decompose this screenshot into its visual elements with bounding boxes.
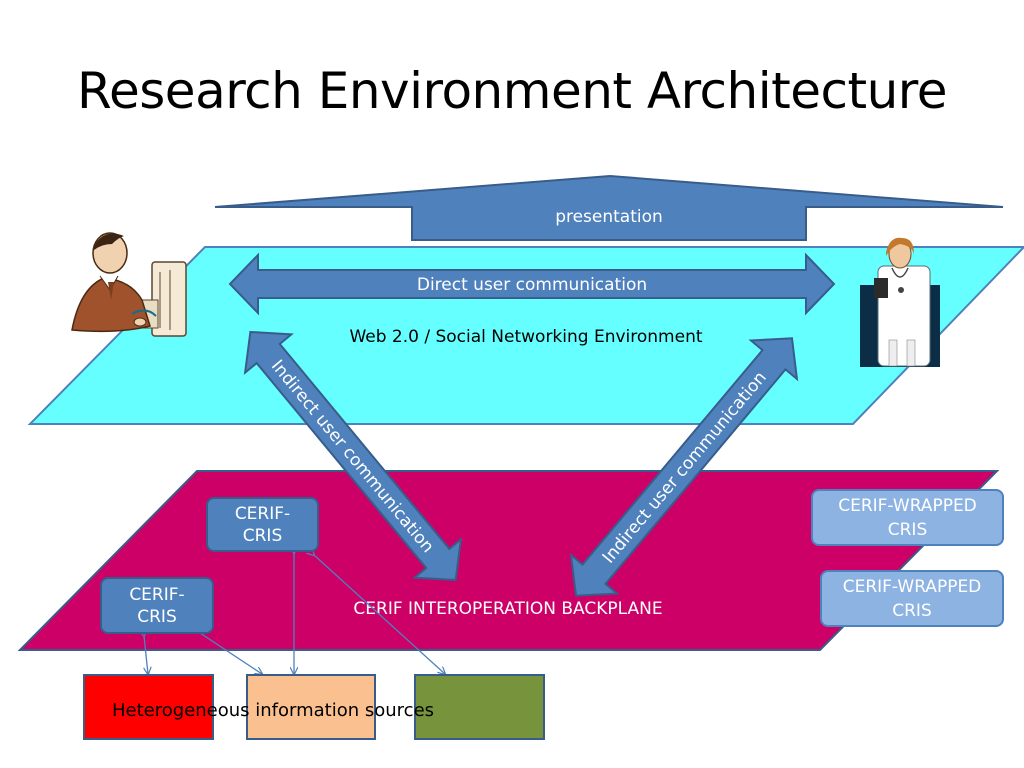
- web-environment-label: Web 2.0 / Social Networking Environment: [349, 327, 702, 347]
- presentation-label: presentation: [555, 207, 663, 227]
- connector-cris-top-to-green: [314, 555, 445, 674]
- direct-communication-label: Direct user communication: [417, 275, 647, 295]
- backplane-label: CERIF INTEROPERATION BACKPLANE: [353, 599, 662, 619]
- sources-label: Heterogeneous information sources: [112, 700, 435, 721]
- source-box-green: [414, 674, 545, 740]
- presentation-banner: [214, 174, 1004, 241]
- cerif-cris-left-box: CERIF-CRIS: [100, 577, 214, 634]
- direct-communication-arrow: [228, 252, 836, 316]
- connector-lines: [144, 553, 445, 674]
- indirect-right-arrow: [569, 337, 799, 597]
- cerif-wrapped-cris-box-2: CERIF-WRAPPED CRIS: [820, 570, 1004, 627]
- cerif-cris-top-label: CERIF-CRIS: [234, 503, 291, 546]
- cerif-wrapped-cris-label-2: CERIF-WRAPPED CRIS: [842, 576, 982, 621]
- source-box-peach: [246, 674, 376, 740]
- source-box-red: [83, 674, 214, 740]
- cerif-cris-left-label: CERIF-CRIS: [129, 584, 185, 627]
- doctor-icon: [860, 237, 940, 367]
- connector-cris-left-to-red: [144, 636, 148, 674]
- indirect-left-arrow: [243, 330, 463, 582]
- cerif-wrapped-cris-box-1: CERIF-WRAPPED CRIS: [811, 489, 1004, 546]
- businessman-computer-icon: [71, 232, 187, 337]
- cerif-cris-top-box: CERIF-CRIS: [206, 497, 319, 552]
- cerif-wrapped-cris-label-1: CERIF-WRAPPED CRIS: [838, 495, 977, 540]
- slide-title: Research Environment Architecture: [77, 62, 948, 120]
- connector-cris-left-to-peach: [200, 633, 262, 674]
